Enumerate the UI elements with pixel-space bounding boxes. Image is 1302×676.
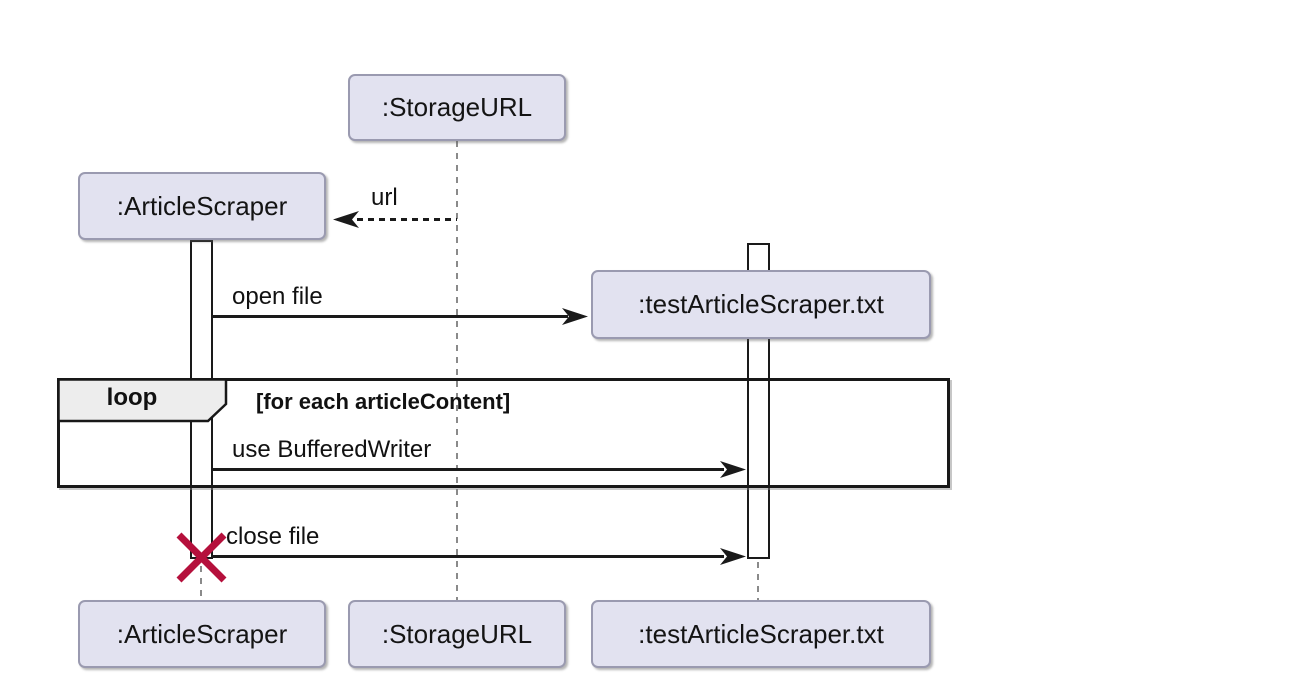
participant-label: :ArticleScraper xyxy=(116,618,288,649)
loop-pentagon xyxy=(57,378,228,423)
participant-box-article-scraper-top: :ArticleScraper xyxy=(78,172,326,240)
message-use-bufferedwriter-label: use BufferedWriter xyxy=(232,436,432,463)
arrowhead-right-icon xyxy=(562,308,588,325)
message-open-file-line xyxy=(212,315,568,318)
message-close-file-line xyxy=(212,555,724,558)
participant-label: :testArticleScraper.txt xyxy=(638,618,884,649)
arrowhead-left-icon xyxy=(333,211,359,228)
message-open-file-label: open file xyxy=(232,283,323,310)
participant-box-test-article-scraper-bottom: :testArticleScraper.txt xyxy=(591,600,931,668)
loop-keyword: loop xyxy=(106,384,158,411)
message-use-bufferedwriter-line xyxy=(212,468,724,471)
lifeline-test-article-scraper-tail xyxy=(757,562,759,600)
lifeline-storage-url xyxy=(456,141,458,600)
destroy-x-icon xyxy=(174,530,229,585)
participant-box-storage-url-bottom: :StorageURL xyxy=(348,600,566,668)
message-url-label: url xyxy=(371,184,398,211)
participant-label: :ArticleScraper xyxy=(116,190,288,221)
participant-label: :StorageURL xyxy=(381,92,533,122)
lifeline-article-scraper-after-destroy xyxy=(200,566,202,600)
message-url-line xyxy=(357,218,457,221)
participant-label: :StorageURL xyxy=(381,618,533,649)
participant-label: :testArticleScraper.txt xyxy=(638,289,884,319)
loop-condition: [for each articleContent] xyxy=(256,389,511,414)
arrowhead-right-icon xyxy=(720,461,746,478)
message-close-file-label: close file xyxy=(226,523,320,550)
arrowhead-right-icon xyxy=(720,548,746,565)
participant-box-test-article-scraper-top: :testArticleScraper.txt xyxy=(591,270,931,339)
participant-box-article-scraper-bottom: :ArticleScraper xyxy=(78,600,326,668)
loop-frame xyxy=(57,378,950,488)
participant-box-storage-url-top: :StorageURL xyxy=(348,74,566,141)
